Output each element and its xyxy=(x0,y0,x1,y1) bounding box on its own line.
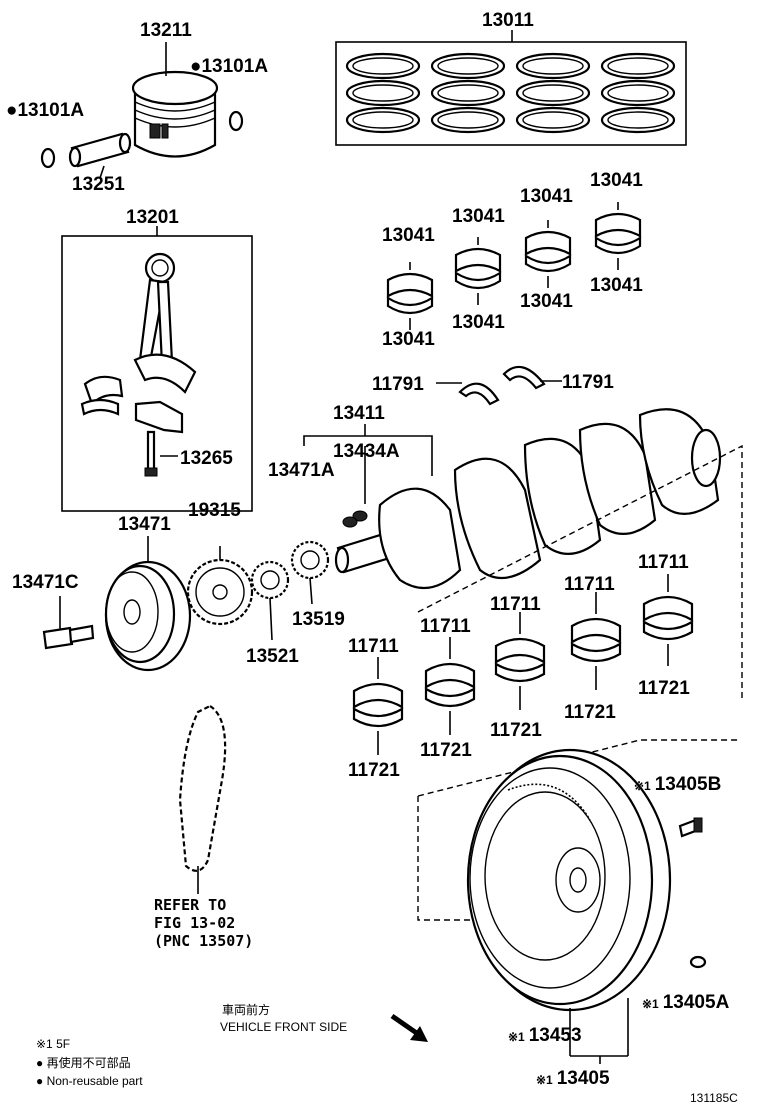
label-13411: 13411 xyxy=(333,403,385,424)
label-11711-e: 11711 xyxy=(638,552,689,573)
label-13265: 13265 xyxy=(180,448,233,469)
label-13251: 13251 xyxy=(72,174,125,195)
knock-pin xyxy=(689,955,707,969)
label-11721-d: 11721 xyxy=(564,702,616,723)
label-11711-c: 11711 xyxy=(490,594,541,615)
crankshaft-bearing-lower-group xyxy=(352,574,694,755)
flywheel-bolt xyxy=(678,817,703,838)
crankshaft-pulley xyxy=(104,536,192,672)
label-11721-e: 11721 xyxy=(638,678,690,699)
label-13471A: 13471A xyxy=(268,460,335,481)
crank-angle-sensor-plate xyxy=(250,560,290,641)
label-13201: 13201 xyxy=(126,207,179,228)
label-13041-f: 13041 xyxy=(520,291,573,312)
figure-id: 131185C xyxy=(690,1091,738,1105)
oil-pump-drive-gear xyxy=(290,540,330,605)
label-11791-right: 11791 xyxy=(562,372,614,393)
label-11711-d: 11711 xyxy=(564,574,615,595)
label-11721-a: 11721 xyxy=(348,760,400,781)
piston-assembly xyxy=(131,42,219,158)
label-13471: 13471 xyxy=(118,514,171,535)
connecting-rod-assembly xyxy=(61,226,253,512)
refer-line-1: REFER TO xyxy=(154,896,226,914)
label-13011: 13011 xyxy=(482,10,534,31)
front-label-en: VEHICLE FRONT SIDE xyxy=(220,1020,347,1034)
legend-nonreusable-jp: ● 再使用不可部品 xyxy=(36,1055,131,1070)
piston-pin xyxy=(68,132,132,179)
label-13471C: 13471C xyxy=(12,572,79,593)
legend-note1: ※1 5F xyxy=(36,1037,70,1051)
timing-sprocket xyxy=(186,546,254,626)
label-13041-a: 13041 xyxy=(382,225,435,246)
label-13519: 13519 xyxy=(292,609,345,630)
label-13211: 13211 xyxy=(140,20,192,41)
label-13101A-left: ●13101A xyxy=(6,100,84,121)
label-13521: 13521 xyxy=(246,646,299,667)
label-11791-left: 11791 xyxy=(372,374,424,395)
legend-nonreusable-en: ● Non-reusable part xyxy=(36,1074,143,1088)
refer-line-2: FIG 13-02 xyxy=(154,914,235,932)
front-label-jp: 車両前方 xyxy=(222,1002,270,1017)
label-13041-h: 13041 xyxy=(590,275,643,296)
front-arrow-icon xyxy=(390,1013,428,1042)
label-13041-b: 13041 xyxy=(382,329,435,350)
timing-chain xyxy=(178,704,227,894)
piston-ring-set xyxy=(335,30,687,146)
snap-ring-left xyxy=(40,147,56,169)
label-11721-c: 11721 xyxy=(490,720,542,741)
label-19315: 19315 xyxy=(188,500,241,521)
label-13041-c: 13041 xyxy=(452,206,505,227)
label-13041-e: 13041 xyxy=(520,186,573,207)
label-13101A-right: ●13101A xyxy=(190,56,268,77)
label-13434A: 13434A xyxy=(333,441,400,462)
label-13041-g: 13041 xyxy=(590,170,643,191)
label-13041-d: 13041 xyxy=(452,312,505,333)
label-11711-a: 11711 xyxy=(348,636,399,657)
crankshaft-bearing-upper-group xyxy=(386,202,642,330)
label-11721-b: 11721 xyxy=(420,740,472,761)
flywheel xyxy=(417,739,740,1064)
label-11711-b: 11711 xyxy=(420,616,471,637)
pulley-bolt xyxy=(42,596,95,650)
thrust-washers xyxy=(436,365,562,406)
crankshaft xyxy=(303,408,743,700)
snap-ring-right xyxy=(228,110,244,132)
refer-line-3: (PNC 13507) xyxy=(154,932,253,950)
